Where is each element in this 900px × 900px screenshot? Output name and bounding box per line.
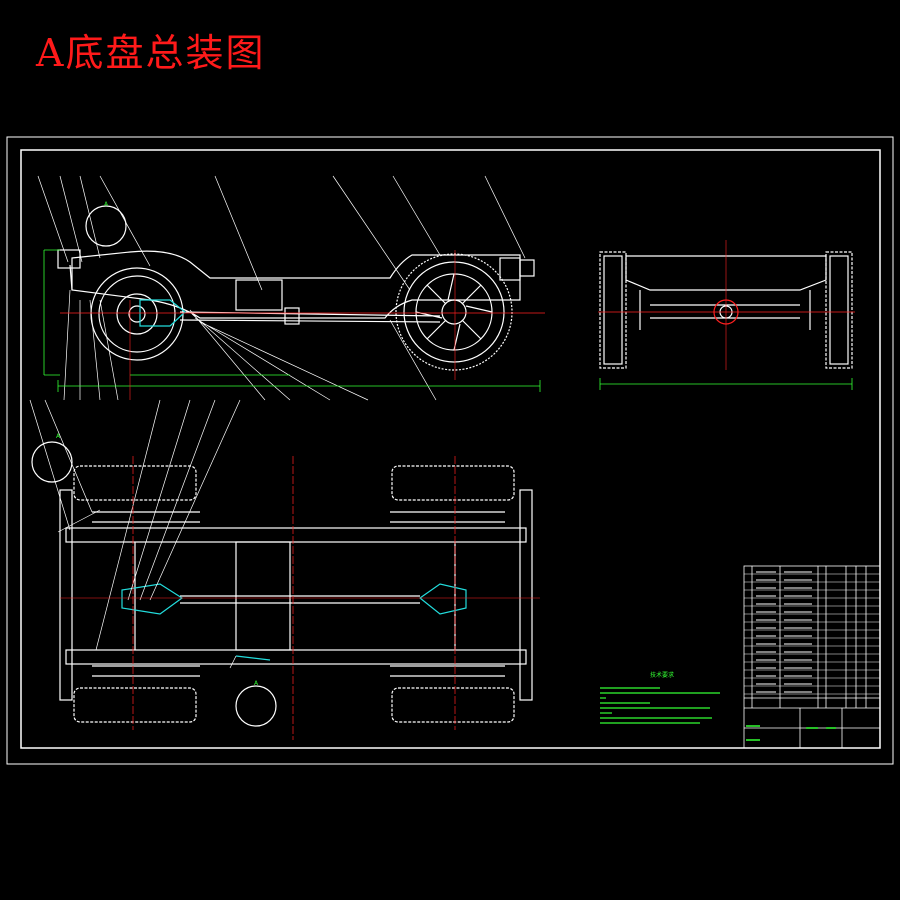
tyre-rear-right [391, 687, 515, 723]
page-title: A底盘总装图 [36, 31, 266, 75]
technical-notes: 技术要求 [600, 671, 720, 724]
left-tyre-rear-view [599, 251, 627, 369]
parts-list [743, 565, 881, 749]
rear-wheel-side [395, 253, 513, 371]
rear-differential [418, 583, 467, 615]
frame-rail-left [65, 527, 527, 543]
detail-circle-bottom [235, 685, 277, 727]
side-dimensions [43, 249, 541, 392]
view-marker-bottom: A [254, 680, 259, 687]
right-tyre-rear-view [825, 251, 853, 369]
frame-rail-right [65, 649, 527, 665]
gearbox-housing [235, 279, 283, 311]
inner-frame [20, 149, 881, 749]
view-marker-middle: A [56, 433, 61, 440]
view-marker-top: A [104, 201, 109, 208]
detail-circle-top [85, 205, 127, 247]
tyre-rear-left [391, 465, 515, 501]
tyre-front-left [73, 465, 197, 501]
plan-view [29, 399, 533, 727]
parts-list-rows [744, 573, 880, 695]
outer-frame [6, 136, 894, 765]
front-differential [121, 583, 184, 615]
title-block-accents [746, 725, 836, 741]
front-wheel-side [90, 267, 184, 361]
tyre-front-right [73, 687, 197, 723]
notes-title: 技术要求 [650, 671, 674, 679]
detail-circle-middle [31, 441, 73, 483]
side-view: A [37, 175, 535, 401]
parts-list-texture [756, 571, 812, 693]
